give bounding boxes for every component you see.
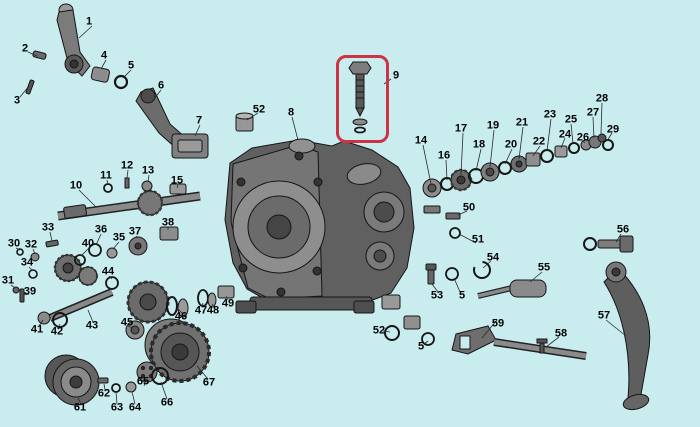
part-number-label: 26 <box>576 131 590 144</box>
part-number-label: 20 <box>504 138 518 151</box>
part-number-label: 32 <box>24 238 38 251</box>
bolt-9-illustration <box>348 61 372 134</box>
sprocket-cluster-illustration <box>125 280 235 383</box>
part-number-label: 49 <box>221 297 235 310</box>
part-number-label: 5 <box>458 289 466 302</box>
part-number-label: 22 <box>532 135 546 148</box>
part-number-label: 62 <box>97 387 111 400</box>
part-number-label: 47 <box>194 304 208 317</box>
part-number-label: 39 <box>23 285 37 298</box>
part-number-label: 67 <box>202 376 216 389</box>
kick-lever-illustration <box>25 3 254 159</box>
part-number-label: 28 <box>595 92 609 105</box>
part-number-label: 16 <box>437 149 451 162</box>
part-number-label: 17 <box>454 122 468 135</box>
part-number-label: 27 <box>586 106 600 119</box>
part-number-label: 6 <box>157 79 165 92</box>
part-number-label: 21 <box>515 116 529 129</box>
part-number-label: 11 <box>100 169 112 182</box>
part-number-label: 9 <box>392 69 400 82</box>
parts-artwork <box>12 3 651 411</box>
part-number-label: 54 <box>486 251 500 264</box>
part-number-label: 64 <box>128 401 142 414</box>
part-number-label: 50 <box>462 201 476 214</box>
clutch-illustration <box>44 354 169 406</box>
highlight-box <box>336 55 389 143</box>
part-number-label: 13 <box>141 164 155 177</box>
part-number-label: 10 <box>69 179 83 192</box>
part-number-label: 3 <box>13 94 21 107</box>
part-number-label: 45 <box>120 316 134 329</box>
part-number-label: 42 <box>50 325 64 338</box>
part-number-label: 65 <box>136 375 150 388</box>
part-number-label: 59 <box>491 317 505 330</box>
part-number-label: 37 <box>128 225 142 238</box>
part-number-label: 36 <box>94 223 108 236</box>
part-number-label: 40 <box>81 237 95 250</box>
part-number-label: 63 <box>110 401 124 414</box>
part-number-label: 18 <box>472 138 486 151</box>
part-number-label: 31 <box>1 274 15 287</box>
part-number-label: 1 <box>85 15 93 28</box>
part-number-label: 12 <box>120 159 134 172</box>
part-number-label: 19 <box>486 119 500 132</box>
crankcase-illustration <box>224 138 415 314</box>
part-number-label: 29 <box>606 123 620 136</box>
part-number-label: 53 <box>430 289 444 302</box>
part-number-label: 38 <box>161 216 175 229</box>
shaft-gears-illustration <box>12 177 201 328</box>
part-number-label: 7 <box>195 114 203 127</box>
part-number-label: 58 <box>554 327 568 340</box>
part-number-label: 30 <box>7 237 21 250</box>
part-number-label: 34 <box>20 256 34 269</box>
washer-string-illustration <box>422 133 614 198</box>
part-number-label: 14 <box>414 134 428 147</box>
part-number-label: 61 <box>73 401 87 414</box>
part-number-label: 43 <box>85 319 99 332</box>
part-number-label: 24 <box>558 128 572 141</box>
part-number-label: 52 <box>252 103 266 116</box>
part-number-label: 51 <box>471 233 485 246</box>
part-number-label: 41 <box>30 323 44 336</box>
leader-lines <box>10 25 627 405</box>
right-parts-illustration <box>381 205 651 411</box>
part-number-label: 5 <box>417 340 425 353</box>
part-number-label: 33 <box>41 221 55 234</box>
part-number-label: 5 <box>127 59 135 72</box>
part-number-label: 48 <box>206 304 220 317</box>
part-number-label: 4 <box>100 49 108 62</box>
part-number-label: 66 <box>160 396 174 409</box>
part-number-label: 2 <box>21 42 29 55</box>
part-number-label: 23 <box>543 108 557 121</box>
part-number-label: 15 <box>170 174 184 187</box>
part-number-label: 44 <box>101 265 115 278</box>
part-number-label: 55 <box>537 261 551 274</box>
part-number-label: 35 <box>112 231 126 244</box>
part-number-label: 25 <box>564 113 578 126</box>
part-number-label: 52 <box>372 324 386 337</box>
part-number-label: 46 <box>174 310 188 323</box>
part-number-label: 56 <box>616 223 630 236</box>
part-number-label: 8 <box>287 106 295 119</box>
part-number-label: 57 <box>597 309 611 322</box>
